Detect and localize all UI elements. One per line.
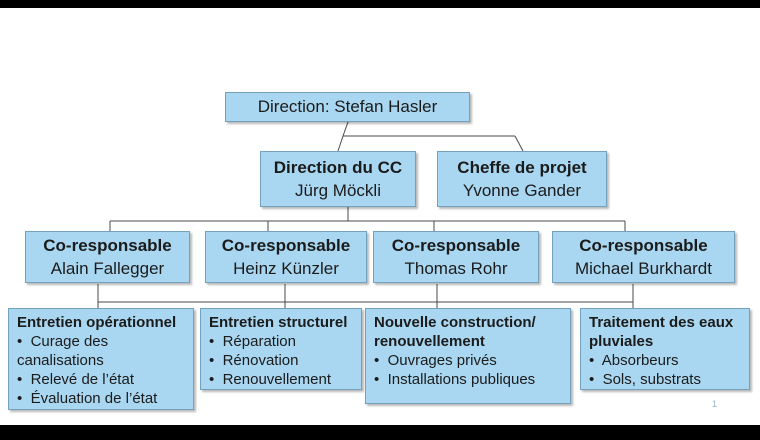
org-box-coresponsable-rohr: Co-responsable Thomas Rohr [373,231,539,283]
dept-title: Nouvelle construction/ renouvellement [374,314,536,350]
org-box-coresponsable-burkhardt: Co-responsable Michael Burkhardt [552,231,735,283]
bullet-item: • Relevé de l’état [17,371,134,388]
person-name: Jürg Möckli [295,181,381,200]
bullet-item: • Curage des canalisations [17,333,109,369]
person-name: Alain Fallegger [50,259,165,278]
bullet-item: • Renouvellement [209,371,331,388]
letterbox-top [0,0,760,8]
dept-bullet-list: • Réparation • Rénovation • Renouvellement [209,332,353,389]
role-title: Co-responsable [579,236,708,255]
role-title: Cheffe de projet [457,158,587,177]
bullet-item: • Évaluation de l’état [17,390,158,407]
dept-bullet-list: • Ouvrages privés • Installations publiqu… [374,351,562,389]
org-box-coresponsable-fallegger: Co-responsable Alain Fallegger [25,231,190,283]
bullet-item: • Ouvrages privés [374,352,497,369]
dept-title: Entretien structurel [209,314,348,331]
role-title: Co-responsable [391,236,521,255]
letterbox-bottom [0,425,760,440]
bullet-item: • Absorbeurs [589,352,679,369]
dept-title: Traitement des eaux pluviales [589,314,734,350]
dept-bullet-list: • Absorbeurs • Sols, substrats [589,351,741,389]
org-box-nouvelle-construction: Nouvelle construction/ renouvellement • … [365,308,571,404]
org-box-entretien-operationnel: Entretien opérationnel • Curage des cana… [8,308,194,410]
org-box-traitement-eaux-pluviales: Traitement des eaux pluviales • Absorbeu… [580,308,750,390]
org-box-direction-cc: Direction du CC Jürg Möckli [260,151,416,207]
person-name: Michael Burkhardt [574,259,712,278]
role-title: Direction du CC [273,158,403,177]
person-name: Heinz Künzler [233,259,339,278]
org-box-entretien-structurel: Entretien structurel • Réparation • Rénov… [200,308,362,390]
dept-title: Entretien opérationnel [17,314,177,331]
org-box-coresponsable-kunzler: Co-responsable Heinz Künzler [205,231,367,283]
bullet-item: • Sols, substrats [589,371,701,388]
org-box-direction: Direction: Stefan Hasler [225,92,470,122]
page-number: 1 [712,399,718,409]
dept-bullet-list: • Curage des canalisations • Relevé de l’… [17,332,185,408]
bullet-item: • Rénovation [209,352,299,369]
director-label: Direction: Stefan Hasler [257,97,438,116]
person-name: Thomas Rohr [404,259,508,278]
role-title: Co-responsable [221,236,351,255]
person-name: Yvonne Gander [462,181,582,200]
role-title: Co-responsable [43,236,172,255]
bullet-item: • Installations publiques [374,371,536,388]
bullet-item: • Réparation [209,333,296,350]
org-box-cheffe-de-projet: Cheffe de projet Yvonne Gander [437,151,607,207]
